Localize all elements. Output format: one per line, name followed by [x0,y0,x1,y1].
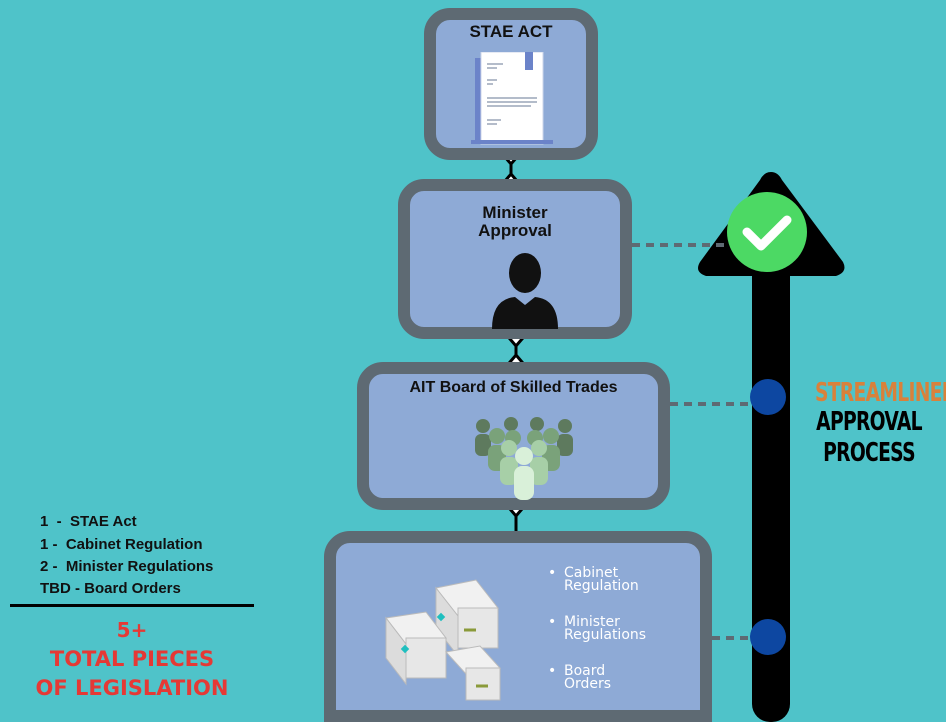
ait-board-title: AIT Board of Skilled Trades [409,379,618,396]
minister-approval-title-1: Minister [482,203,548,222]
total-line-2: OF LEGISLATION [35,676,229,700]
blue-dot-ait [750,379,786,415]
legend-item-3: 2 - Minister Regulations [40,558,214,575]
legend-item-1: 1 - STAE Act [40,513,137,530]
minister-approval-box: Minister Approval [398,179,632,339]
blue-dot-regs [750,619,786,655]
legend-item-4: TBD - Board Orders [40,580,181,597]
streamlined-label: STREAMLINED [815,378,946,408]
total-line-1: TOTAL PIECES [49,647,215,671]
total-number: 5+ [116,618,148,642]
bullet-1-line1: Cabinet [564,565,619,581]
regulations-box [324,531,712,722]
bullet-2-line2: Regulations [564,627,647,643]
bullet-1-line2: Regulation [564,578,639,594]
bullet-cabinet-regulation: Cabinet Regulation [548,565,639,594]
stae-act-box: STAE ACT [424,8,598,160]
paper-stack-icon [385,579,501,701]
approval-label: APPROVAL [816,407,922,437]
bullet-minister-regulations: Minister Regulations [548,614,647,643]
bullet-3-line1: Board [564,663,606,679]
bullet-2-line1: Minister [564,614,620,630]
ait-board-box: AIT Board of Skilled Trades [357,362,670,510]
bullet-board-orders: Board Orders [548,663,612,692]
stae-act-title: STAE ACT [469,22,553,41]
checkmark-icon [727,192,807,272]
group-icon [475,417,573,500]
process-label: PROCESS [823,438,915,468]
person-icon [492,253,558,329]
legend-item-2: 1 - Cabinet Regulation [40,536,203,553]
bullet-3-line2: Orders [564,676,612,692]
legend-divider [10,604,254,607]
document-icon [471,52,553,145]
minister-approval-title-2: Approval [478,221,552,240]
